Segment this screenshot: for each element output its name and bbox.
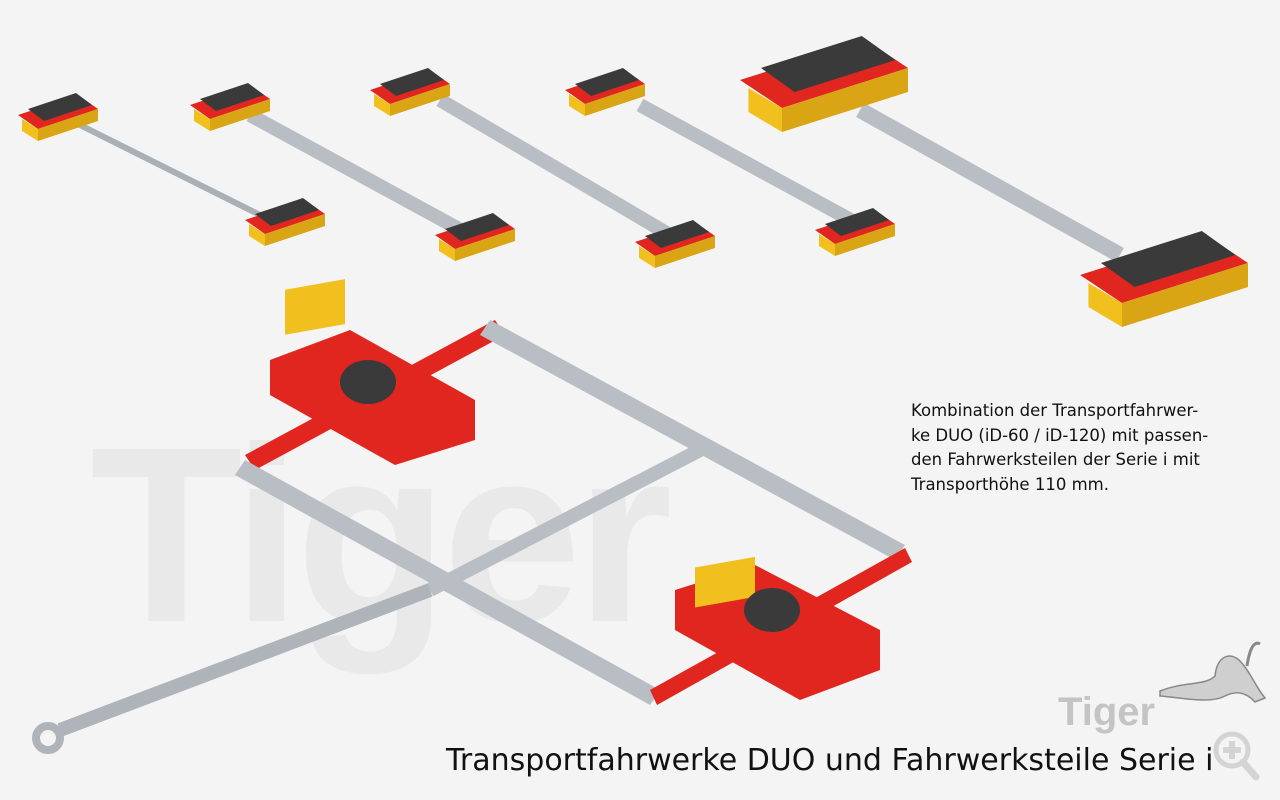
skate-pair-3	[370, 68, 715, 268]
tiger-icon	[1159, 641, 1267, 703]
duo-frame	[32, 279, 912, 754]
skate-pair-2	[190, 83, 515, 261]
product-description: Kombination der Transportfahrwer- ke DUO…	[911, 401, 1209, 494]
tiger-logo-text: Tiger	[1058, 690, 1156, 734]
skate-pair-4	[565, 68, 895, 256]
skate-pair-1	[18, 93, 325, 246]
skate-pair-5	[740, 36, 1248, 327]
zoom-in-icon[interactable]	[1212, 730, 1260, 782]
image-caption: Transportfahrwerke DUO und Fahrwerksteil…	[446, 743, 1214, 778]
